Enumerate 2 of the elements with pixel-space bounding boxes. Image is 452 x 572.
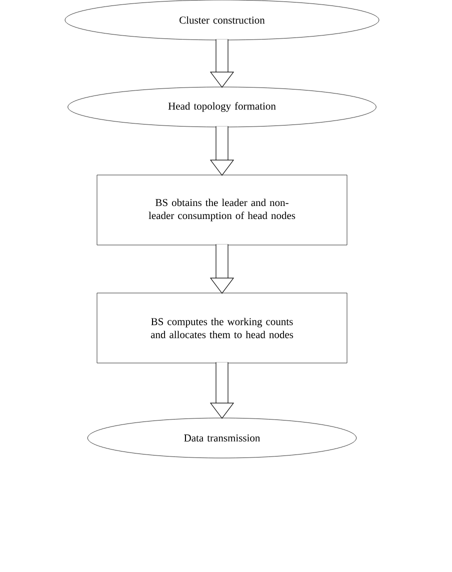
process-box: BS computes the working counts and allocates them to head nodes bbox=[96, 292, 348, 364]
process-box: BS obtains the leader and non-leader consumption of head nodes bbox=[96, 174, 348, 246]
